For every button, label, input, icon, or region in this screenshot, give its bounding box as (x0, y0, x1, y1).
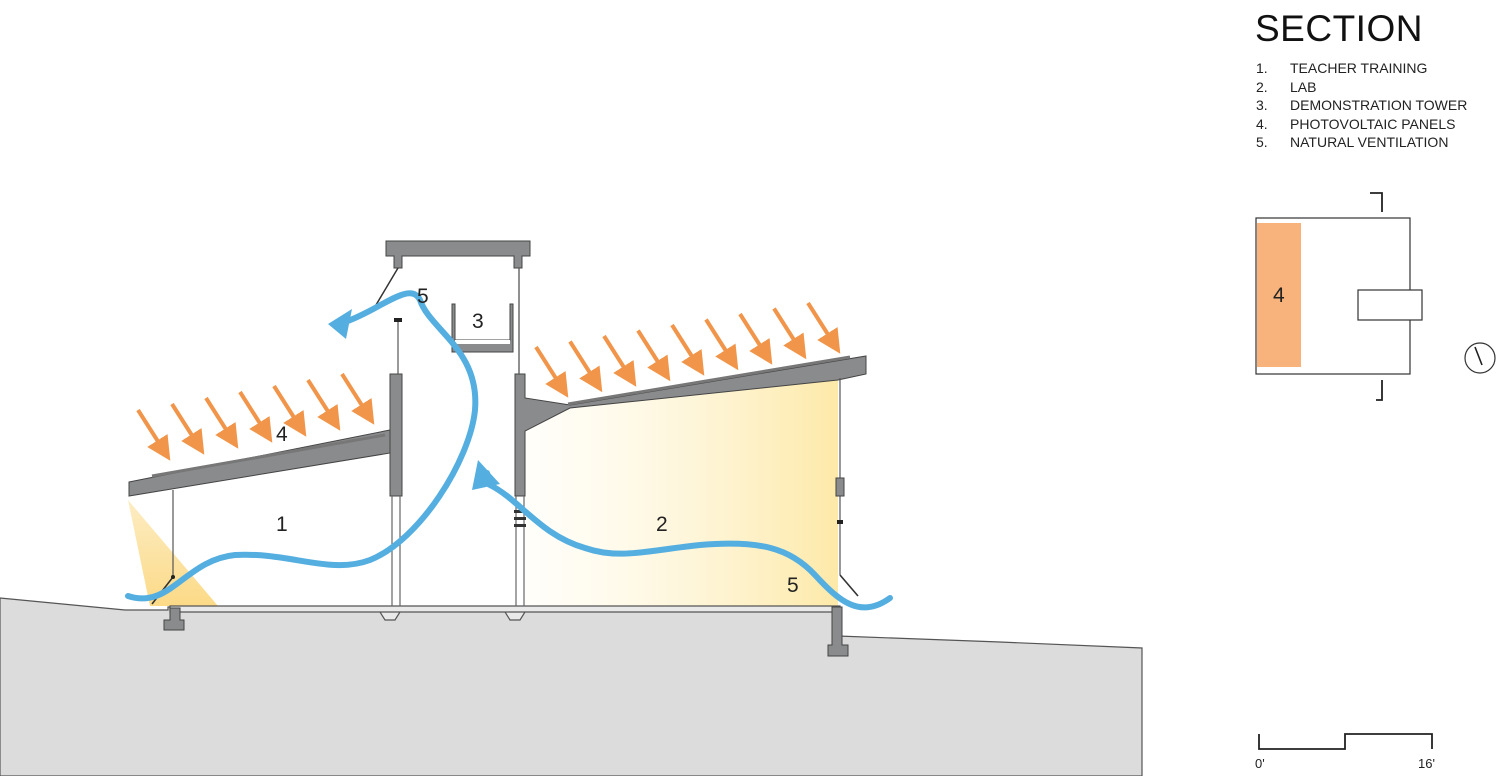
solar-arrow (772, 307, 807, 360)
label-pv-4: 4 (276, 423, 288, 446)
legend-label: PHOTOVOLTAIC PANELS (1290, 115, 1456, 132)
keyplan-label-4: 4 (1273, 284, 1285, 307)
legend-num: 2. (1256, 78, 1268, 95)
keyplan-pv-area (1257, 223, 1301, 367)
legend-item: 1. TEACHER TRAINING (1256, 59, 1467, 78)
label-vent-5-top: 5 (417, 285, 429, 308)
footing-left (163, 607, 185, 631)
tower-cap (385, 240, 531, 269)
teacher-pv-panel (151, 433, 386, 478)
section-cut-mark-top (1370, 192, 1383, 212)
legend-label: NATURAL VENTILATION (1290, 134, 1449, 151)
section-cut-mark-bottom (1376, 380, 1383, 401)
legend: 1. TEACHER TRAINING 2. LAB 3. DEMONSTRATION… (1256, 59, 1467, 152)
tower-wall-left (389, 373, 403, 497)
page-title: SECTION (1255, 8, 1423, 49)
lab-roof (514, 355, 867, 497)
ventilation-flow-left (125, 290, 479, 602)
legend-label: DEMONSTRATION TOWER (1290, 97, 1468, 114)
solar-arrow (204, 396, 239, 449)
lab-pv-panel (567, 355, 851, 406)
solar-arrow (340, 372, 375, 425)
ventilation-arrowhead-left (328, 309, 352, 339)
solar-arrow (534, 345, 569, 398)
legend-num: 1. (1256, 60, 1268, 76)
lab-daylight (525, 378, 838, 606)
label-tower-3: 3 (472, 310, 484, 333)
solar-arrow (806, 301, 841, 354)
solar-arrows (136, 301, 841, 461)
solar-arrow (704, 318, 739, 371)
ventilation-flow-right (484, 470, 893, 611)
key-plan: 4 (1255, 192, 1423, 401)
footing-right (827, 606, 849, 657)
label-space-1: 1 (276, 513, 288, 536)
label-vent-5-bottom: 5 (787, 574, 799, 597)
scale-start: 0' (1255, 756, 1265, 771)
solar-arrow (602, 334, 637, 387)
scale-end: 16' (1418, 756, 1435, 771)
legend-num: 3. (1256, 97, 1268, 114)
solar-arrow (170, 402, 205, 455)
legend-item: 4. PHOTOVOLTAIC PANELS (1256, 115, 1467, 134)
scale-bar: 0' 16' (1255, 733, 1435, 771)
solar-arrow (238, 390, 273, 443)
label-space-2: 2 (656, 513, 668, 536)
solar-arrow (272, 384, 307, 437)
solar-arrow (306, 378, 341, 431)
solar-arrow (738, 312, 773, 365)
legend-num: 5. (1256, 134, 1268, 151)
legend-item: 5. NATURAL VENTILATION (1256, 133, 1467, 152)
solar-arrow (670, 323, 705, 376)
legend-item: 2. LAB (1256, 78, 1467, 97)
solar-arrow (136, 408, 171, 461)
legend-label: TEACHER TRAINING (1290, 60, 1428, 76)
legend-num: 4. (1256, 115, 1268, 132)
north-arrow-icon (1464, 342, 1496, 374)
solar-arrow (568, 340, 603, 393)
legend-item: 3. DEMONSTRATION TOWER (1256, 96, 1467, 115)
ventilation-arrowhead-right (472, 460, 500, 490)
legend-label: LAB (1290, 78, 1317, 95)
solar-arrow (636, 329, 671, 382)
